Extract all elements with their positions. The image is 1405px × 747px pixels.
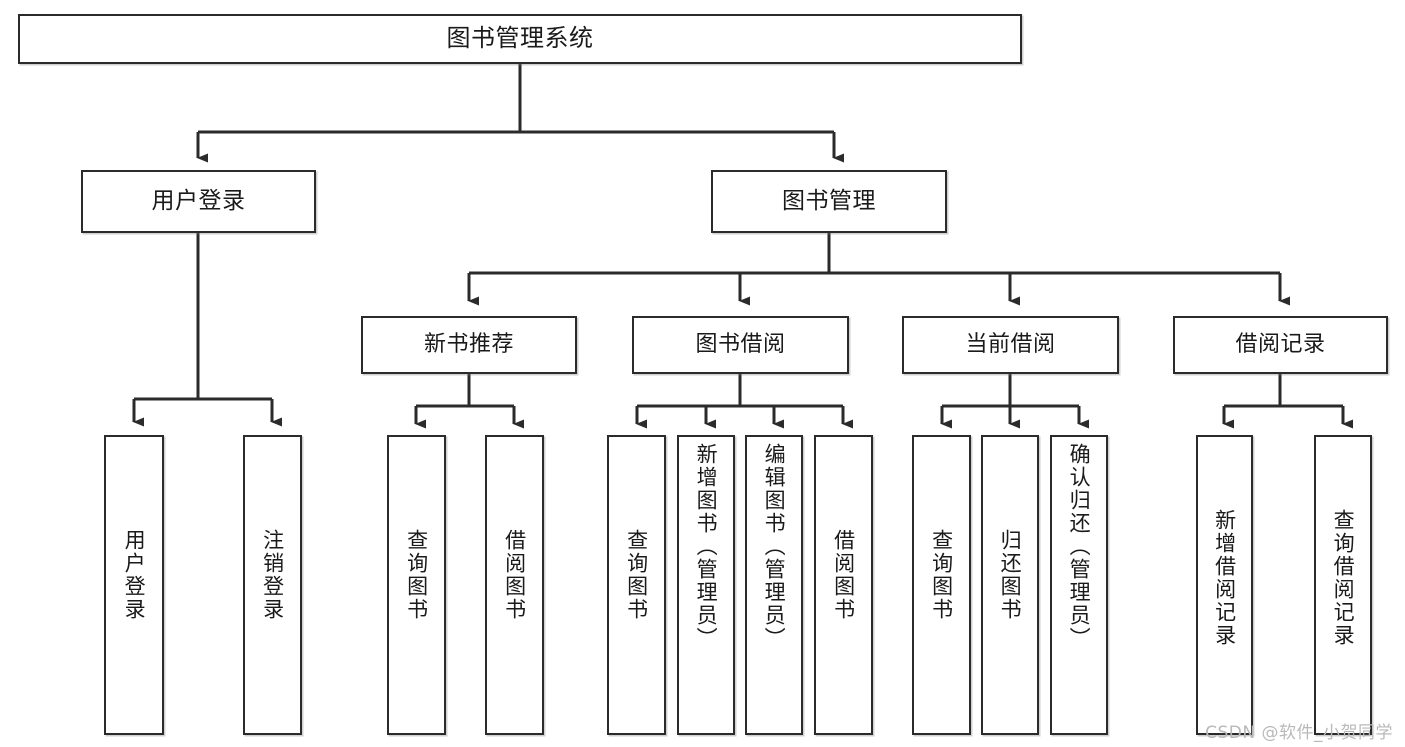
- node-leaf-add-book[interactable]: 新增图书（管理员）: [677, 435, 735, 735]
- csdn-watermark: CSDN @软件_小贺同学: [1205, 723, 1393, 743]
- node-leaf-query-book-2[interactable]: 查询图书: [607, 435, 666, 735]
- node-leaf-query-record-label: 查询借阅记录: [1331, 509, 1356, 647]
- node-leaf-query-record[interactable]: 查询借阅记录: [1314, 435, 1372, 735]
- node-leaf-user-login[interactable]: 用户登录: [104, 435, 164, 735]
- node-user-login-label: 用户登录: [151, 188, 246, 215]
- node-leaf-return-book-label: 归还图书: [998, 529, 1023, 621]
- node-leaf-edit-book[interactable]: 编辑图书（管理员）: [745, 435, 803, 735]
- node-leaf-query-book-1-label: 查询图书: [404, 529, 429, 621]
- node-book-manage-label: 图书管理: [782, 188, 876, 215]
- node-leaf-borrow-book-1-label: 借阅图书: [502, 529, 527, 621]
- node-current-borrow[interactable]: 当前借阅: [902, 316, 1119, 374]
- node-user-login[interactable]: 用户登录: [81, 170, 316, 233]
- node-root-label: 图书管理系统: [446, 24, 594, 53]
- node-borrow-record-label: 借阅记录: [1235, 332, 1326, 358]
- node-leaf-logout[interactable]: 注销登录: [243, 435, 302, 735]
- node-leaf-return-book[interactable]: 归还图书: [981, 435, 1039, 735]
- node-book-manage[interactable]: 图书管理: [711, 170, 947, 233]
- node-borrow-record[interactable]: 借阅记录: [1173, 316, 1388, 374]
- node-leaf-add-record[interactable]: 新增借阅记录: [1196, 435, 1253, 735]
- node-leaf-borrow-book-2-label: 借阅图书: [831, 529, 856, 621]
- node-new-book-rec-label: 新书推荐: [423, 332, 514, 358]
- node-current-borrow-label: 当前借阅: [965, 332, 1056, 358]
- node-leaf-confirm-return[interactable]: 确认归还（管理员）: [1050, 435, 1108, 735]
- node-book-borrow-label: 图书借阅: [695, 332, 786, 358]
- node-leaf-logout-label: 注销登录: [260, 529, 285, 621]
- node-leaf-borrow-book-1[interactable]: 借阅图书: [485, 435, 544, 735]
- node-leaf-query-book-3[interactable]: 查询图书: [912, 435, 971, 735]
- node-root[interactable]: 图书管理系统: [18, 14, 1022, 64]
- node-book-borrow[interactable]: 图书借阅: [632, 316, 849, 374]
- node-leaf-query-book-1[interactable]: 查询图书: [387, 435, 446, 735]
- node-leaf-query-book-2-label: 查询图书: [624, 529, 649, 621]
- node-leaf-user-login-label: 用户登录: [122, 529, 147, 621]
- node-leaf-borrow-book-2[interactable]: 借阅图书: [814, 435, 873, 735]
- node-leaf-query-book-3-label: 查询图书: [929, 529, 954, 621]
- node-new-book-rec[interactable]: 新书推荐: [361, 316, 577, 374]
- node-leaf-add-book-label: 新增图书（管理员）: [694, 443, 719, 650]
- node-leaf-confirm-return-label: 确认归还（管理员）: [1067, 443, 1092, 650]
- node-leaf-add-record-label: 新增借阅记录: [1212, 509, 1237, 647]
- node-leaf-edit-book-label: 编辑图书（管理员）: [762, 443, 787, 650]
